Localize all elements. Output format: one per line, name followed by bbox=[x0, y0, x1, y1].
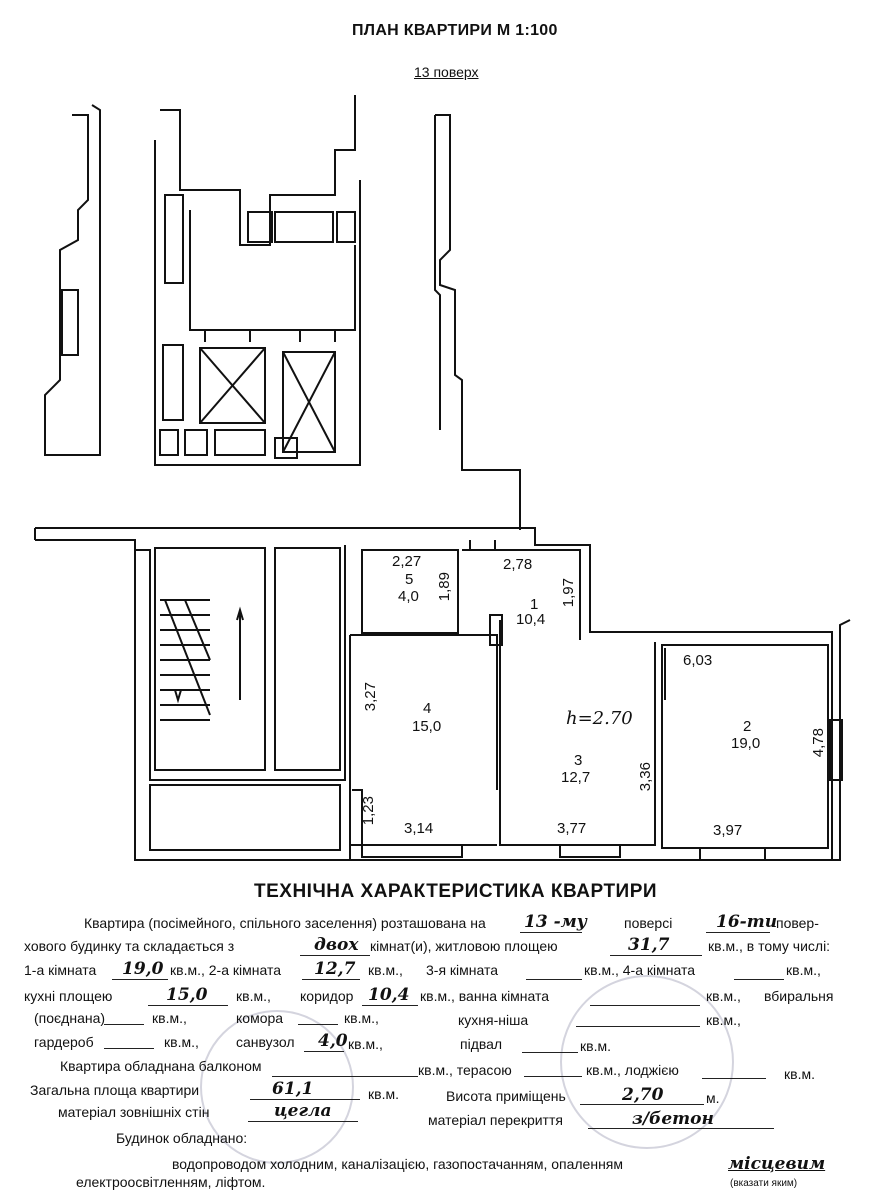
floor-plan-drawing bbox=[34, 95, 851, 861]
room3-number: 3 bbox=[574, 752, 583, 769]
spec-l6-f: кв.м. bbox=[580, 1038, 611, 1054]
spec-l4-d: кв.м., ванна кімната bbox=[420, 988, 550, 1004]
plan-title: ПЛАН КВАРТИРИ М 1:100 bbox=[352, 22, 558, 39]
spec-living-area-value: 31,7 bbox=[628, 935, 670, 955]
room5-number: 5 bbox=[405, 571, 414, 588]
spec-room1-value: 19,0 bbox=[122, 959, 164, 979]
room4-dim-bottom: 3,14 bbox=[404, 820, 434, 837]
stamp-left bbox=[200, 1010, 354, 1164]
spec-floor-value: 13 -му bbox=[524, 912, 587, 932]
spec-height-value: 2,70 bbox=[622, 1085, 664, 1105]
room2-dim-bottom: 3,97 bbox=[713, 822, 743, 839]
spec-l2-c: кв.м., в тому числі: bbox=[708, 938, 831, 954]
stamp-right bbox=[560, 975, 734, 1149]
spec-l9-a: матеріал зовнішніх стін bbox=[58, 1104, 210, 1120]
spec-l5-b: кв.м., bbox=[152, 1010, 187, 1026]
spec-walls-value: цегла bbox=[274, 1101, 332, 1121]
room4-area: 15,0 bbox=[412, 718, 442, 735]
room4-dim-small: 1,23 bbox=[360, 796, 377, 826]
spec-l1-a: Квартира (посімейного, спільного заселен… bbox=[84, 915, 486, 931]
spec-l10-a: Будинок обладнано: bbox=[116, 1130, 248, 1146]
room2-dim-side: 4,78 bbox=[810, 728, 827, 758]
room3-handwritten-height: h=2.70 bbox=[566, 708, 633, 729]
spec-l5-a: (поєднана) bbox=[34, 1010, 106, 1026]
spec-l4-c: коридор bbox=[300, 988, 354, 1004]
spec-l5-f: кв.м., bbox=[706, 1012, 741, 1028]
room5-area: 4,0 bbox=[398, 588, 419, 605]
room3-dim-side: 3,36 bbox=[637, 762, 654, 792]
spec-l8-c: Висота приміщень bbox=[446, 1088, 566, 1104]
spec-bathroom-value: 4,0 bbox=[318, 1031, 348, 1051]
room2-area: 19,0 bbox=[731, 735, 761, 752]
room1-area: 10,4 bbox=[516, 611, 546, 628]
room4-dim-side: 3,27 bbox=[362, 682, 379, 712]
spec-l3-c: кв.м., bbox=[368, 962, 403, 978]
spec-l7-c: кв.м., лоджією bbox=[586, 1062, 679, 1078]
room1-number: 1 bbox=[530, 596, 539, 613]
room3-area: 12,7 bbox=[561, 769, 591, 786]
floor-label: 13 поверх bbox=[414, 64, 479, 80]
spec-ceiling-value: з/бетон bbox=[632, 1109, 714, 1129]
spec-l5-c: комора bbox=[236, 1010, 284, 1026]
spec-l6-e: підвал bbox=[460, 1036, 503, 1052]
spec-l6-c: санвузол bbox=[236, 1034, 295, 1050]
room1-dim-top: 2,78 bbox=[503, 556, 533, 573]
spec-l12-a: електроосвітленням, ліфтом. bbox=[76, 1174, 266, 1190]
room5-dim-side: 1,89 bbox=[436, 572, 453, 602]
room4-number: 4 bbox=[423, 700, 432, 717]
spec-l4-b: кв.м., bbox=[236, 988, 271, 1004]
room3-dim-bottom: 3,77 bbox=[557, 820, 587, 837]
spec-l4-g: вбиральня bbox=[764, 988, 834, 1004]
spec-l7-b: кв.м., терасою bbox=[418, 1062, 512, 1078]
spec-total-area-value: 61,1 bbox=[272, 1079, 314, 1099]
spec-rooms-value: двох bbox=[314, 935, 359, 955]
spec-room2-value: 12,7 bbox=[314, 959, 356, 979]
spec-l6-d: кв.м., bbox=[348, 1036, 383, 1052]
spec-corridor-value: 10,4 bbox=[368, 985, 410, 1005]
spec-l3-d: 3-я кімната bbox=[426, 962, 499, 978]
spec-l8-a: Загальна площа квартири bbox=[30, 1082, 200, 1098]
spec-l5-e: кухня-ніша bbox=[458, 1012, 529, 1028]
spec-l1-c: повер- bbox=[776, 915, 819, 931]
spec-l8-d: м. bbox=[706, 1090, 720, 1106]
spec-l3-f: кв.м., bbox=[786, 962, 821, 978]
spec-kitchen-value: 15,0 bbox=[166, 985, 208, 1005]
spec-l3-e: кв.м., 4-а кімната bbox=[584, 962, 695, 978]
spec-l6-b: кв.м., bbox=[164, 1034, 199, 1050]
spec-l12-b: (вказати яким) bbox=[730, 1178, 798, 1189]
spec-l4-a: кухні площею bbox=[24, 988, 113, 1004]
spec-l5-d: кв.м., bbox=[344, 1010, 379, 1026]
spec-l3-a: 1-а кімната bbox=[24, 962, 97, 978]
room5-dim-top: 2,27 bbox=[392, 553, 422, 570]
spec-l6-a: гардероб bbox=[34, 1034, 94, 1050]
spec-title: ТЕХНІЧНА ХАРАКТЕРИСТИКА КВАРТИРИ bbox=[254, 881, 658, 902]
spec-l2-a: хового будинку та складається з bbox=[24, 938, 235, 954]
spec-heating-value: місцевим bbox=[728, 1154, 826, 1174]
spec-l8-b: кв.м. bbox=[368, 1086, 399, 1102]
spec-l9-b: матеріал перекриття bbox=[428, 1112, 563, 1128]
spec-total-floors-value: 16-ти bbox=[716, 912, 778, 932]
spec-l11-a: водопроводом холодним, каналізацією, газ… bbox=[172, 1156, 624, 1172]
spec-l3-b: кв.м., 2-а кімната bbox=[170, 962, 281, 978]
room2-number: 2 bbox=[743, 718, 752, 735]
spec-l7-d: кв.м. bbox=[784, 1066, 815, 1082]
room2-dim-top: 6,03 bbox=[683, 652, 713, 669]
spec-l4-e: кв.м., bbox=[706, 988, 741, 1004]
spec-l2-b: кімнат(и), житловою площею bbox=[370, 938, 558, 954]
spec-l1-b: поверсі bbox=[624, 915, 673, 931]
spec-l7-a: Квартира обладнана балконом bbox=[60, 1058, 262, 1074]
room1-dim-side: 1,97 bbox=[560, 578, 577, 608]
